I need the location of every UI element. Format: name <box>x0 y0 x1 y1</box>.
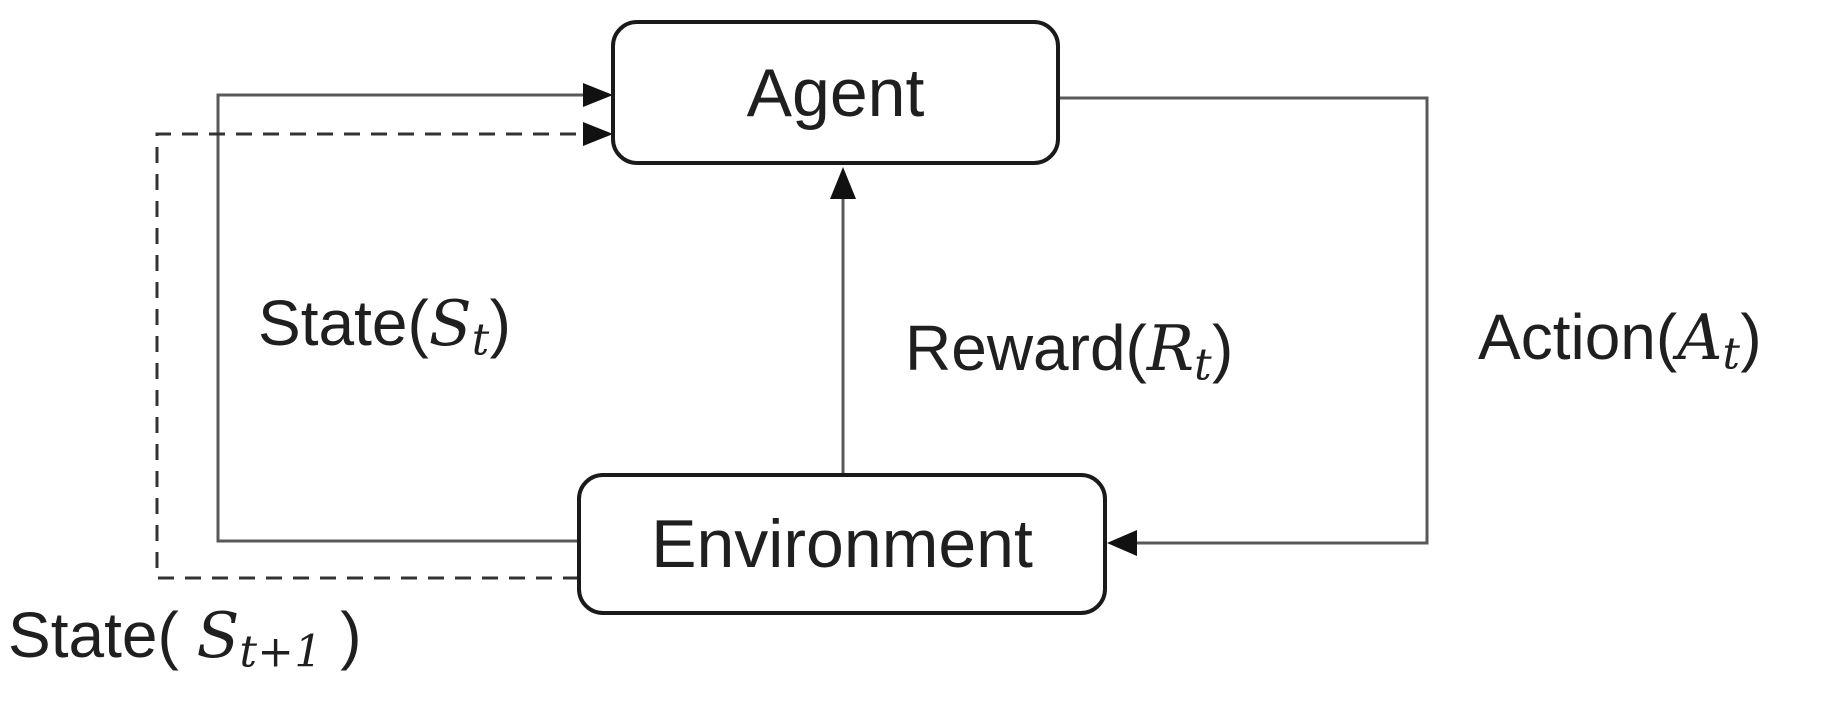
action-edge-label: Action(At) <box>1478 297 1762 377</box>
agent-node-label: Agent <box>746 54 925 131</box>
action-label-suffix: ) <box>1740 301 1762 373</box>
state-arrowhead-icon <box>583 83 613 107</box>
state-edge-label: State(St) <box>258 283 511 363</box>
action-arrowhead-icon <box>1107 530 1137 556</box>
next-state-variable: S <box>196 599 240 672</box>
reward-subscript: t <box>1194 340 1213 391</box>
reward-arrowhead-icon <box>830 167 856 199</box>
environment-node-label: Environment <box>651 506 1033 582</box>
state-label-prefix: State( <box>258 287 429 359</box>
state-label-suffix: ) <box>489 287 511 359</box>
reward-edge-label: Reward(Rt) <box>905 308 1233 388</box>
reward-label-prefix: Reward( <box>905 312 1147 384</box>
next-state-label-prefix: State( <box>8 599 197 671</box>
action-label-prefix: Action( <box>1478 301 1678 373</box>
environment-node: Environment <box>577 473 1107 615</box>
agent-node: Agent <box>611 20 1060 165</box>
action-subscript: t <box>1722 329 1741 380</box>
reward-label-suffix: ) <box>1212 312 1234 384</box>
next-state-label-suffix: ) <box>322 599 362 671</box>
next-state-arrowhead-icon <box>583 122 613 146</box>
action-variable: A <box>1677 301 1723 374</box>
state-subscript: t <box>471 315 490 366</box>
next-state-subscript: t+1 <box>239 627 323 678</box>
next-state-edge-label: State( St+1 ) <box>8 595 362 675</box>
state-variable: S <box>428 287 472 360</box>
reward-variable: R <box>1146 312 1195 385</box>
